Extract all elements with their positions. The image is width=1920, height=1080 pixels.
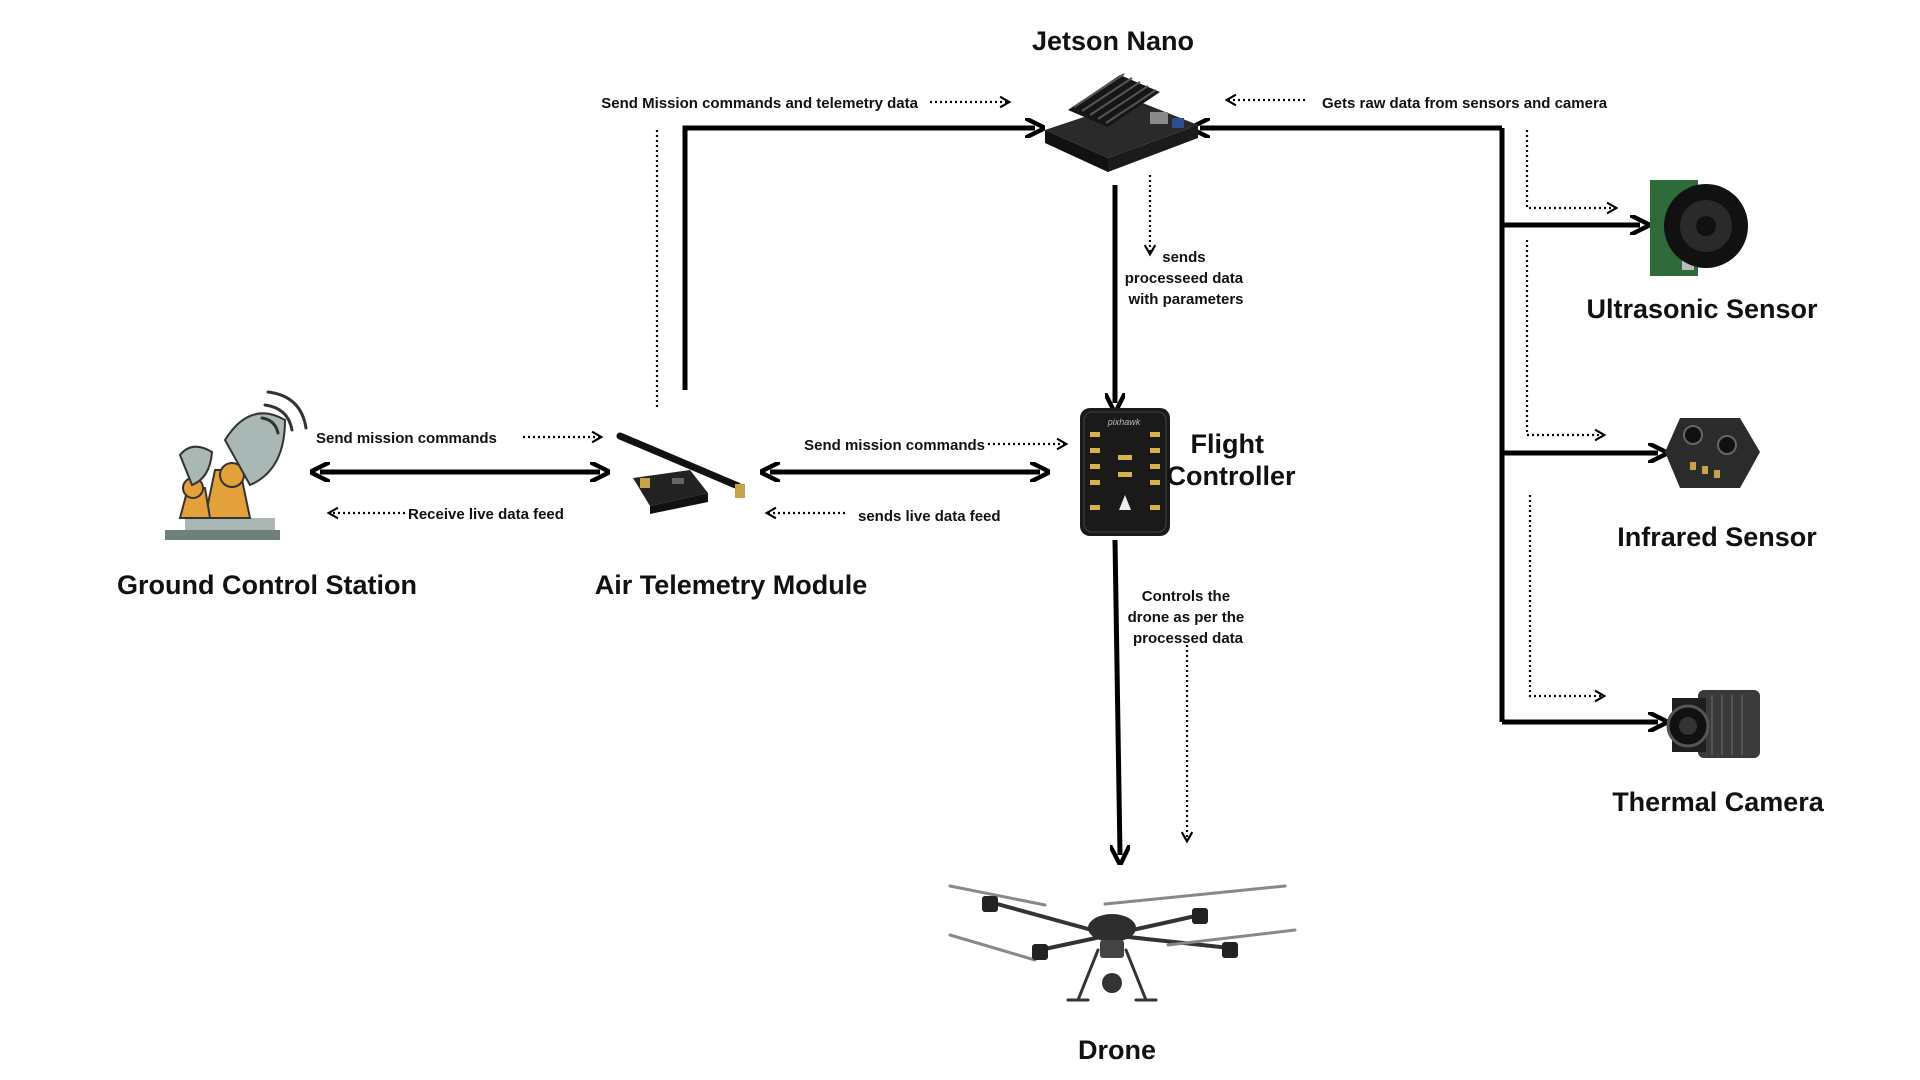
ground-control-station-icon	[165, 392, 306, 540]
thermal-camera-icon	[1668, 690, 1760, 758]
jetson-nano-title: Jetson Nano	[1032, 26, 1194, 56]
link-telemetry-jetson	[685, 128, 1035, 390]
label-jetson-to-fc-line: with parameters	[1127, 291, 1243, 308]
thermal-camera-title: Thermal Camera	[1612, 787, 1825, 817]
air-telemetry-module-title: Air Telemetry Module	[595, 570, 868, 600]
pixhawk-brand-label: pixhawk	[1107, 417, 1141, 427]
label-fc-to-drone-line: drone as per the	[1128, 609, 1245, 626]
edge-labels: Send Mission commands and telemetry data…	[316, 95, 1608, 647]
label-jetson-to-fc-line: processeed data	[1125, 270, 1244, 287]
flow-arrow-infrared	[1527, 240, 1603, 435]
air-telemetry-module-icon	[620, 436, 745, 514]
label-telemetry-to-jetson: Send Mission commands and telemetry data	[601, 95, 918, 112]
flight-controller-icon: pixhawk	[1080, 408, 1170, 536]
ultrasonic-sensor-title: Ultrasonic Sensor	[1586, 294, 1818, 324]
flow-arrow-ultrasonic	[1527, 130, 1615, 208]
label-telemetry-to-fc: Send mission commands	[804, 437, 985, 454]
label-sensors-to-jetson: Gets raw data from sensors and camera	[1322, 95, 1608, 112]
label-telemetry-to-gcs: Receive live data feed	[408, 506, 564, 523]
flight-controller-title-line: Flight	[1191, 429, 1264, 459]
label-fc-to-telemetry: sends live data feed	[858, 508, 1001, 525]
drone-title: Drone	[1078, 1035, 1156, 1065]
infrared-sensor-icon	[1665, 418, 1760, 488]
solid-connectors	[320, 128, 1658, 855]
label-jetson-to-fc: sends processeed data with parameters	[1125, 249, 1248, 308]
flight-controller-title: Flight Controller	[1166, 429, 1295, 491]
drone-icon	[950, 886, 1295, 1000]
link-fc-drone	[1115, 540, 1120, 855]
ground-control-station-title: Ground Control Station	[117, 570, 417, 600]
label-fc-to-drone: Controls the drone as per the processed …	[1128, 588, 1249, 647]
ultrasonic-sensor-icon	[1650, 180, 1748, 276]
label-fc-to-drone-line: processed data	[1133, 630, 1244, 647]
flight-controller-title-line: Controller	[1166, 461, 1295, 491]
label-gcs-to-telemetry: Send mission commands	[316, 430, 497, 447]
label-fc-to-drone-line: Controls the	[1142, 588, 1230, 605]
flow-arrow-thermal	[1530, 495, 1603, 696]
infrared-sensor-title: Infrared Sensor	[1617, 522, 1817, 552]
label-jetson-to-fc-line: sends	[1162, 249, 1205, 266]
jetson-nano-board-icon	[1045, 74, 1198, 172]
node-titles: Jetson Nano Ground Control Station Air T…	[117, 26, 1825, 1065]
